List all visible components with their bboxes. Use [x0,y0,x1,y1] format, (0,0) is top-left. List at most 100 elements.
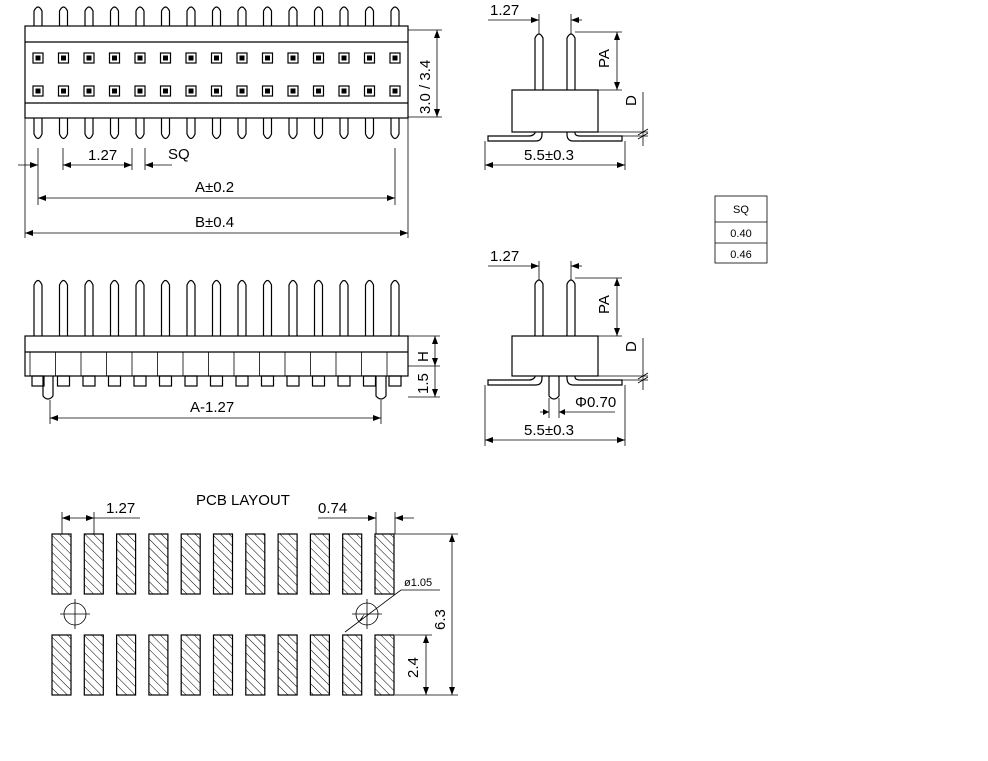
pcb-pad [115,634,137,696]
contact-square [159,52,172,64]
contact-square [159,85,172,97]
front-view-tails [31,375,402,387]
pcb-pad [277,634,298,696]
pcb-layout-title: PCB LAYOUT [196,492,290,509]
pcb-pad [51,533,72,595]
contact-square-core [86,55,92,61]
contact-square [338,85,350,97]
contact-square [261,52,274,64]
contact-square-core [35,55,41,61]
pcb-pad-width-label: 0.74 [318,500,347,517]
pcb-layout: PCB LAYOUT ø1.05 1.27 0.74 [51,492,458,696]
top-height-label: 3.0 / 3.4 [417,60,434,114]
contact-square-core [290,55,296,61]
contact-square-core [367,55,372,61]
top-pin-lower [262,118,273,140]
contact-square [210,52,223,64]
contact-square-core [188,55,194,61]
side-top-d-label: D [623,95,640,106]
contact-square-core [86,88,92,94]
pcb-hole-left [60,599,90,629]
front-tail [31,375,45,387]
contact-square-core [265,55,270,61]
dim-a-label: A±0.2 [195,179,234,196]
top-pin-lower [339,118,349,140]
top-pin-upper [186,6,196,26]
top-pin-lower [84,118,94,140]
contact-square [83,52,95,64]
top-pitch-label: 1.27 [88,147,117,164]
contact-square [236,52,248,64]
front-pin [288,279,298,336]
pcb-pad [245,634,266,696]
sq-label: SQ [168,146,190,163]
front-tail [107,375,122,387]
top-view-pins [33,6,400,140]
pcb-height-label: 6.3 [432,609,449,630]
contact-square [134,52,146,64]
front-pin [211,279,222,336]
front-post-left [42,376,54,400]
front-pin [262,279,273,336]
front-tail [82,375,96,387]
side-top-pa-label: PA [596,49,613,68]
front-pin [160,279,171,336]
front-tail [235,375,249,387]
top-pin-lower [390,118,400,140]
pcb-pad [180,533,201,595]
top-pin-upper [390,6,400,26]
contact-square [389,85,401,97]
contact-square [236,85,248,97]
pcb-pad [83,533,104,595]
front-height-label: 1.5 [415,373,432,394]
front-tail [337,375,351,387]
front-pin [58,279,69,336]
top-pin-lower [160,118,171,140]
contact-square [83,85,95,97]
pcb-pad [277,533,298,595]
side-top-width-label: 5.5±0.3 [524,147,574,164]
front-tail [388,375,402,387]
contact-square-core [137,55,143,61]
dim-b-label: B±0.4 [195,214,234,231]
contact-square-core [316,55,321,61]
front-tail [209,375,224,387]
front-length-label: A-1.27 [190,399,234,416]
contact-square-core [239,55,245,61]
pcb-hole-label: ø1.05 [404,577,432,589]
contact-square [312,85,325,97]
contact-square [363,85,376,97]
contact-square [32,85,44,97]
pcb-pitch-label: 1.27 [106,500,135,517]
top-pin-lower [288,118,298,140]
front-pin [33,279,43,336]
top-pin-upper [58,6,69,26]
pcb-pad [115,533,137,595]
top-pin-lower [237,118,247,140]
top-pin-upper [288,6,298,26]
front-tail [362,375,377,387]
front-pin [237,279,247,336]
pcb-pad [245,533,266,595]
top-pin-upper [135,6,145,26]
pcb-pad [180,634,201,696]
top-pin-lower [109,118,120,140]
top-pin-lower [313,118,324,140]
side-view-bottom: 1.27 PA D Φ0.70 5.5±0.3 [484,248,649,446]
pcb-pad [51,634,72,696]
contact-square-core [239,88,245,94]
contact-square [287,85,299,97]
pcb-pad-length-label: 2.4 [405,657,422,678]
contact-square [32,52,44,64]
contact-square [261,85,274,97]
side-top-pitch-label: 1.27 [490,2,519,19]
pcb-pad [309,533,330,595]
top-pin-lower [364,118,375,140]
contact-square-core [392,55,398,61]
front-tail [311,375,326,387]
sq-table-row-2: 0.46 [730,249,751,261]
top-pin-upper [211,6,222,26]
top-view: 1.27 SQ A±0.2 B±0.4 3.0 / 3.4 [18,6,442,238]
front-tail [260,375,275,387]
contact-square [185,52,197,64]
